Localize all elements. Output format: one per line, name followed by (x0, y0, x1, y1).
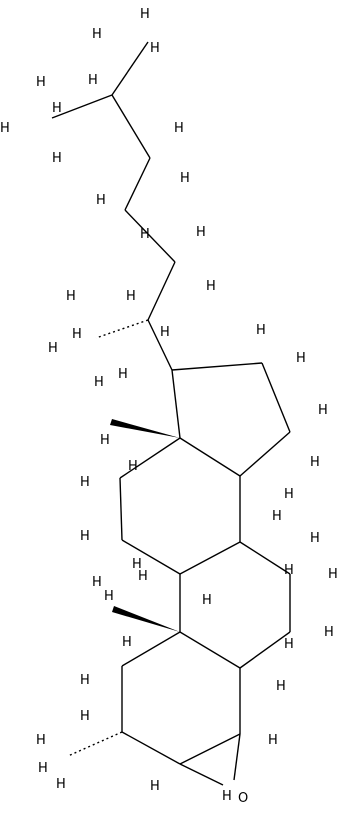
hydrogen-label: H (36, 733, 46, 748)
hydrogen-label: H (150, 41, 160, 56)
hydrogen-label: H (310, 455, 320, 470)
hydrogen-label: H (72, 327, 82, 342)
hydrogen-label: H (88, 73, 98, 88)
hydrogen-label: H (310, 531, 320, 546)
bond-c2 (119, 477, 123, 541)
bond-c18-wedge (110, 419, 180, 438)
hydrogen-label: H (284, 637, 294, 652)
bond-epoxide-2 (233, 733, 241, 781)
hydrogen-label: H (36, 75, 46, 90)
bond-chain-f (147, 261, 176, 321)
bond-chain-e (124, 209, 176, 263)
hydrogen-label: H (104, 589, 114, 604)
bond-b1 (239, 541, 291, 575)
hydrogen-label: H (48, 341, 58, 356)
hydrogen-label: H (118, 367, 128, 382)
hydrogen-label: H (256, 323, 266, 338)
hydrogen-label: H (122, 635, 132, 650)
hydrogen-label: H (318, 403, 328, 418)
hydrogen-label: H (80, 475, 90, 490)
bond-c3-methyl (67, 731, 123, 757)
hydrogen-label: H (92, 27, 102, 42)
hydrogen-labels: H H H H H H H H H H H H H H H H H H H H … (0, 7, 338, 804)
hydrogen-label: H (196, 225, 206, 240)
hydrogen-label: H (206, 279, 216, 294)
hydrogen-label: H (128, 459, 138, 474)
bond-c20-methyl (95, 319, 149, 339)
bond-c4 (179, 541, 241, 575)
hydrogen-label: H (328, 567, 338, 582)
hydrogen-label: H (38, 761, 48, 776)
hydrogen-label: H (132, 557, 142, 572)
bond-chain-b (51, 94, 113, 119)
hydrogen-label: H (138, 569, 148, 584)
hydrogen-label: H (0, 121, 10, 136)
bond-c3 (121, 539, 181, 575)
hydrogen-label: H (126, 289, 136, 304)
hydrogen-label: H (92, 575, 102, 590)
bond-a4 (179, 733, 241, 765)
bond-layer (51, 41, 291, 786)
bond-c1 (119, 437, 181, 479)
hydrogen-label: H (268, 733, 278, 748)
hydrogen-label: H (56, 777, 66, 792)
hydrogen-label: H (100, 433, 110, 448)
bond-c20-c17 (147, 319, 173, 371)
hydrogen-label: H (180, 171, 190, 186)
bond-c19-wedge (112, 606, 180, 632)
hydrogen-label: H (284, 563, 294, 578)
bond-d4 (179, 437, 241, 477)
hydrogen-label: H (52, 101, 62, 116)
hydrogen-label: H (272, 509, 282, 524)
bond-d2 (261, 362, 291, 433)
bond-b3 (239, 631, 291, 669)
hydrogen-label: H (140, 227, 150, 242)
bond-d1 (171, 362, 263, 371)
bond-chain-a (111, 41, 149, 96)
bond-epoxide-1 (179, 763, 224, 786)
bond-chain-c (111, 94, 151, 159)
bond-b4 (179, 631, 241, 669)
hydrogen-label: H (96, 193, 106, 208)
hydrogen-label: H (276, 679, 286, 694)
hydrogen-label: H (94, 375, 104, 390)
hydrogen-label: H (160, 325, 170, 340)
hydrogen-label: H (80, 673, 90, 688)
hydrogen-label: H (140, 7, 150, 22)
bond-a1 (121, 631, 181, 667)
hydrogen-label: H (202, 593, 212, 608)
oxygen-label: O (238, 791, 248, 806)
hydrogen-label: H (66, 289, 76, 304)
hydrogen-label: H (222, 789, 232, 804)
hydrogen-label: H (52, 151, 62, 166)
hydrogen-label: H (324, 625, 334, 640)
hydrogen-label: H (80, 709, 90, 724)
hydrogen-label: H (174, 121, 184, 136)
bond-chain-d (124, 157, 151, 211)
hydrogen-label: H (80, 529, 90, 544)
bond-a3 (121, 731, 181, 765)
bond-d3 (239, 431, 291, 477)
hydrogen-label: H (284, 487, 294, 502)
hydrogen-label: H (150, 779, 160, 794)
hydrogen-label: H (296, 351, 306, 366)
bond-d5 (171, 369, 181, 439)
